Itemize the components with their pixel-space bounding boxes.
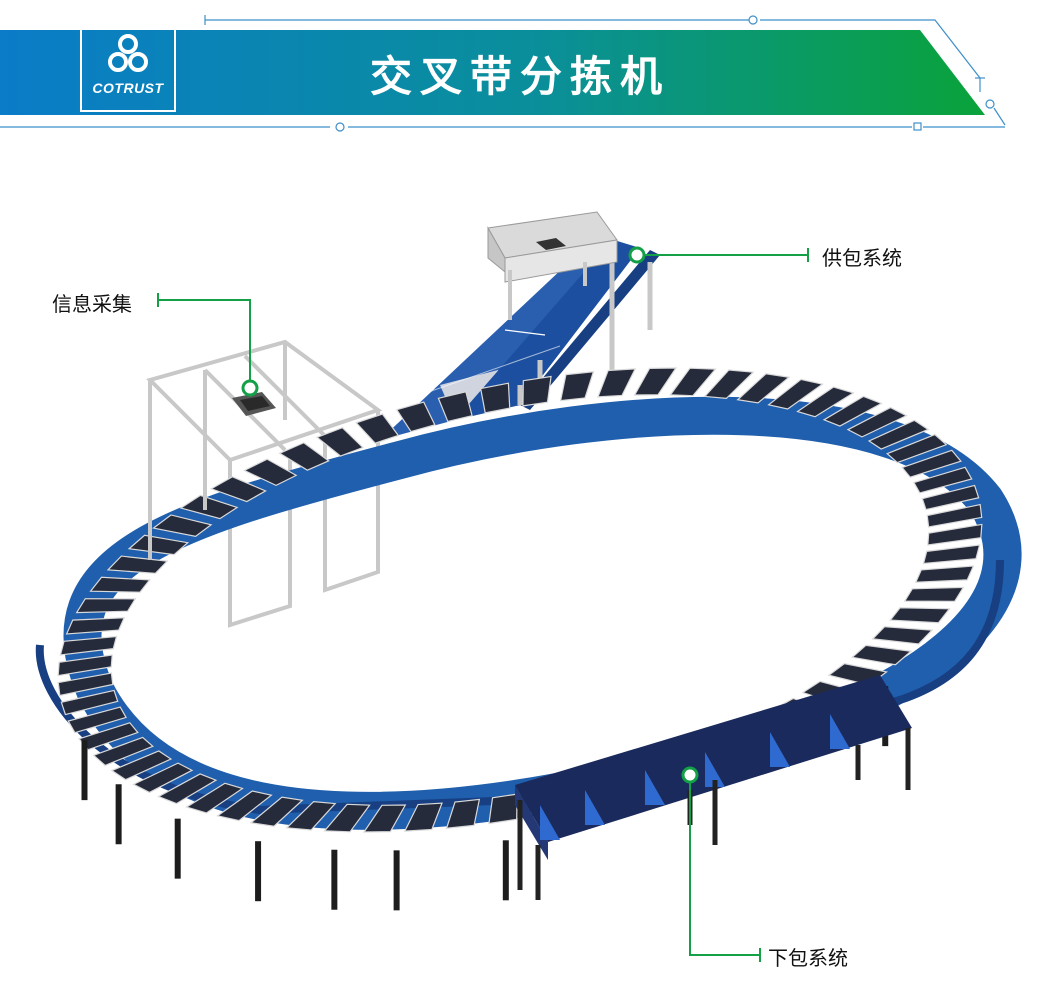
sorter-tray [395,401,436,433]
sorter-tray [152,514,213,538]
sorter-tray [445,798,481,829]
sorter-tray [89,576,151,593]
sorter-tray [822,395,883,427]
label-info-collection: 信息采集 [52,292,132,316]
support-leg [81,740,88,801]
callout-unloading-system [681,766,761,962]
label-feeding-system: 供包系统 [822,246,902,270]
sorter-tray [67,706,127,734]
sorter-tray [209,476,267,503]
page-title: 交叉带分拣机 [369,52,670,101]
support-leg [255,841,262,902]
sorter-tray [65,617,126,635]
sorter-tray [871,626,934,645]
sorter-tray [127,534,190,556]
sorter-tray [914,565,975,583]
sorter-tray [901,449,962,478]
sorter-tray [216,790,273,822]
sorter-tray [522,375,552,407]
sorter-tray [669,367,717,397]
sorter-tray [597,368,637,398]
callout-info-collection [157,293,259,397]
sorter-tray [736,373,791,404]
sorter-tray [362,804,407,833]
support-leg [331,849,338,910]
feeding-conveyor [380,211,660,440]
sorter-tray [889,607,951,624]
sorter-tray [437,391,473,423]
cotrust-logo-icon [108,34,148,72]
label-unloading-system: 下包系统 [768,946,848,970]
callout-feeding-system [628,246,809,264]
sorter-tray [886,433,948,464]
sorter-tray [157,773,218,805]
sorter-tray [185,782,244,814]
sorter-tray [927,523,983,546]
support-leg [115,784,122,845]
sorter-tray [57,672,114,697]
sorter-tray [179,494,239,520]
sorter-tray [767,378,824,410]
sorter-tray [796,386,855,418]
support-leg [393,850,400,911]
sorter-tray [285,800,337,831]
sorter-tray [846,406,908,438]
logo: COTRUST [80,28,176,112]
sorter-tray [850,644,913,666]
sorter-tray [913,466,973,494]
support-leg [174,818,181,879]
sorter-tray [559,371,595,402]
sorter-tray [480,382,511,414]
sorter-tray [703,369,755,400]
sorter-tray [106,555,169,574]
scanner-camera [232,392,276,416]
sorter-tray [867,419,930,450]
unloading-chutes [515,675,912,900]
sorter-tray [903,586,965,602]
support-leg [502,840,509,901]
sorter-tray [633,367,678,396]
scanner-frame-front [148,370,207,560]
sorter-tray [488,793,518,825]
sorter-tray [323,803,371,833]
sorter-tray [57,654,113,677]
sorter-tray [132,762,194,794]
sorter-tray [926,503,983,528]
sorter-tray [922,544,981,565]
sorter-tray [921,484,980,511]
sorter-tray [355,413,400,444]
sorter-tray [249,796,304,827]
header-banner [0,15,1006,132]
sorter-tray [59,635,118,656]
sorter-tray [92,736,154,767]
sorter-tray [75,598,137,614]
sorter-tray [278,442,330,471]
logo-text: COTRUST [92,80,164,96]
sorter-tray [60,689,119,716]
sorter-tray [110,750,173,781]
sorter-tray [242,458,298,487]
sorter-tray [315,426,364,457]
sorter-tray [403,802,443,832]
